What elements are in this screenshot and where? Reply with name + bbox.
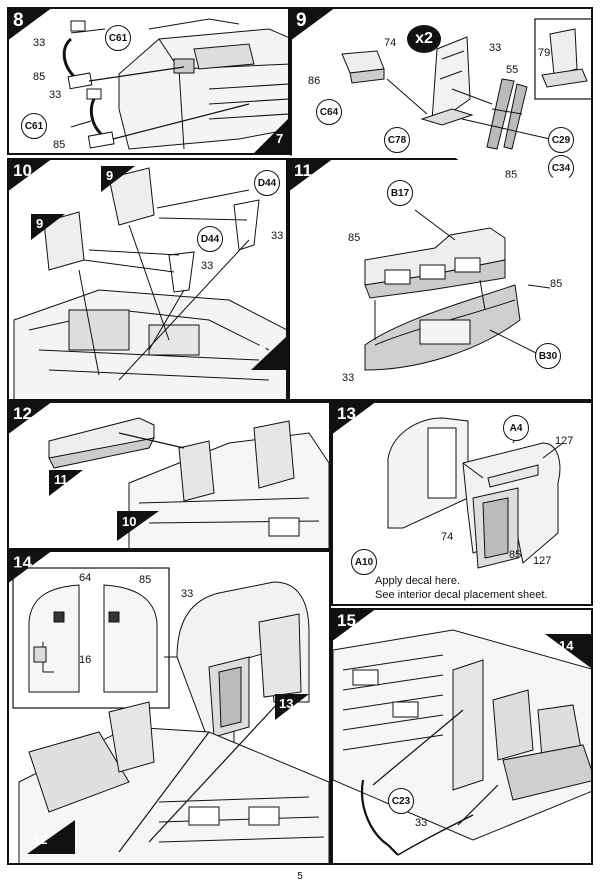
step-11-label-85-b: 85: [550, 278, 563, 290]
step-13-decal-note: Apply decal here. See interior decal pla…: [375, 574, 547, 602]
step-8-part-c61-b: C61: [21, 113, 47, 139]
step-10-part-d44-b: D44: [197, 226, 223, 252]
step-14-ref-12: 12: [27, 820, 75, 854]
step-10-ref-8: 8: [251, 336, 286, 370]
step-15-marker: 15: [333, 610, 377, 642]
step-9-part-c64: C64: [316, 99, 342, 125]
step-13-label-127-b: 127: [533, 555, 552, 567]
step-9-marker: 9: [292, 9, 336, 41]
step-13-part-a10: A10: [351, 549, 377, 575]
step-9-label-33: 33: [489, 42, 502, 54]
step-8-label-a: 33: [33, 37, 46, 49]
step-13-panel: 13 A4 A10 127 74 85 127 Apply decal here…: [331, 401, 593, 606]
step-10-ref-9-left: 9: [31, 214, 65, 240]
page-number: 5: [297, 871, 303, 882]
step-9-illustration: [341, 18, 591, 150]
step-11-part-b30: B30: [535, 343, 561, 369]
step-11-marker: 11: [290, 160, 334, 192]
step-13-number: 13: [337, 404, 356, 423]
step-8-illustration: [62, 18, 288, 150]
step-15-number: 15: [337, 611, 356, 630]
step-11-label-33: 33: [342, 372, 355, 384]
step-9-label-79: 79: [538, 47, 551, 59]
step-13-decal-note-line2: See interior decal placement sheet.: [375, 589, 548, 601]
step-8-marker: 8: [9, 9, 53, 41]
step-11-label-85-a: 85: [348, 232, 361, 244]
step-14-illustration: [12, 567, 329, 863]
step-9-part-c34: C34: [548, 155, 574, 181]
step-12-number: 12: [13, 404, 32, 423]
step-13-marker: 13: [333, 403, 377, 435]
step-10-panel: 10 33 33 D44 D44 9 9 8: [7, 158, 288, 401]
step-11-number: 11: [294, 161, 312, 180]
step-12-illustration: [48, 417, 329, 548]
step-11-part-b17: B17: [387, 180, 413, 206]
step-9-part-c29: C29: [548, 127, 574, 153]
step-11-panel: 11 B17 B30 85 85 33: [288, 158, 593, 401]
step-15-panel: 15 C23 33 14: [331, 608, 593, 865]
step-14-ref-13: 13: [275, 694, 309, 720]
step-8-ref-7: 7: [254, 117, 288, 153]
step-10-illustration: [13, 167, 286, 399]
step-10-marker: 10: [9, 160, 53, 192]
step-12-ref-11: 11: [49, 470, 83, 496]
step-9-part-c78: C78: [384, 127, 410, 153]
step-10-label-33-a: 33: [271, 230, 284, 242]
step-9-label-86: 86: [308, 75, 321, 87]
step-10-part-d44-a: D44: [254, 170, 280, 196]
step-15-part-c23: C23: [388, 788, 414, 814]
step-14-label-16: 16: [79, 654, 92, 666]
step-8-part-c61-a: C61: [105, 25, 131, 51]
step-9-label-74: 74: [384, 37, 397, 49]
step-8-number: 8: [13, 10, 24, 31]
step-13-part-a4: A4: [503, 415, 529, 441]
step-13-illustration: [387, 417, 564, 569]
step-13-label-85: 85: [509, 549, 522, 561]
step-9-number: 9: [296, 10, 307, 31]
step-10-number: 10: [13, 161, 32, 180]
step-10-ref-9-top: 9: [101, 166, 135, 192]
step-15-label-33: 33: [415, 817, 428, 829]
step-13-label-127-a: 127: [555, 435, 574, 447]
step-14-marker: 14: [9, 552, 53, 584]
step-14-number: 14: [13, 553, 32, 572]
step-8-label-d: 85: [53, 139, 66, 151]
step-12-ref-10: 10: [117, 511, 159, 541]
step-14-label-64: 64: [79, 572, 92, 584]
step-13-decal-note-line1: Apply decal here.: [375, 575, 460, 587]
step-8-panel: 8 33 85 33 85 C61 C61 7: [7, 7, 290, 155]
step-13-label-74: 74: [441, 531, 454, 543]
step-14-label-85: 85: [139, 574, 152, 586]
step-8-label-b: 85: [33, 71, 46, 83]
step-14-panel: 14 64 85 16 33 13: [7, 550, 331, 865]
step-12-panel: 12 11 10: [7, 401, 331, 550]
step-14-label-33: 33: [181, 588, 194, 600]
step-15-ref-14: 14: [545, 634, 591, 668]
step-9-quantity-badge: x2: [407, 25, 441, 53]
step-11-illustration: [364, 209, 551, 371]
step-10-label-33-b: 33: [201, 260, 214, 272]
step-15-illustration: [333, 629, 591, 856]
step-9-label-55: 55: [506, 64, 519, 76]
step-12-marker: 12: [9, 403, 53, 435]
step-8-label-c: 33: [49, 89, 62, 101]
